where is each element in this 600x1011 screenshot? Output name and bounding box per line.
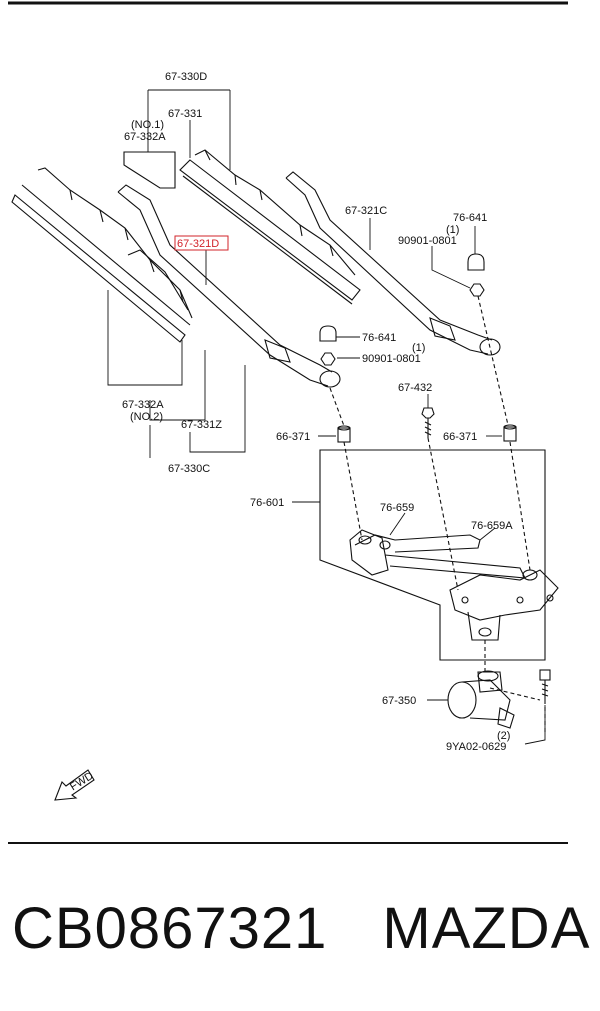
wiper-linkage [349,529,559,641]
callout-90901-0801-mid: 90901-0801 [362,353,421,365]
callout-qty2: (2) [497,730,510,742]
callout-67-321D[interactable]: 67-321D [177,238,219,250]
brand-name: MAZDA [382,896,591,961]
callout-67-432: 67-432 [398,382,432,394]
cap-76-641-upper [467,253,485,271]
callout-67-330D: 67-330D [165,71,207,83]
callout-qty1-mid: (1) [412,342,425,354]
linkage-box-76-601 [319,449,546,661]
callout-9YA02-0629: 9YA02-0629 [446,741,506,753]
callout-67-331: 67-331 [168,108,202,120]
callout-qty1-top: (1) [446,224,459,236]
bushing-left [337,425,351,443]
callout-76-601: 76-601 [250,497,284,509]
blade-no1 [123,149,361,305]
callout-labels: 67-330D 67-331 (NO.1) 67-332A 67-321C 76… [68,71,513,793]
highlight-box-67-321D [174,235,229,251]
callout-67-332A-top: 67-332A [124,131,166,143]
part-title: CB0867321 MAZDA [12,895,590,962]
callout-76-659: 76-659 [380,502,414,514]
bolt-9YA02-0629 [539,669,551,700]
part-number: CB0867321 [12,896,328,961]
callout-67-331Z: 67-331Z [181,419,222,431]
callout-66-371-right: 66-371 [443,431,477,443]
blade-no2 [11,167,193,343]
callout-76-659A: 76-659A [471,520,513,532]
callout-66-371-left: 66-371 [276,431,310,443]
nut-upper [469,283,485,297]
callout-67-321C: 67-321C [345,205,387,217]
wiper-arm-67-321C [285,171,501,356]
callout-67-350: 67-350 [382,695,416,707]
callout-67-330C: 67-330C [168,463,210,475]
callout-90901-0801-top: 90901-0801 [398,235,457,247]
nut-mid [320,352,336,366]
callout-76-641-top: 76-641 [453,212,487,224]
bolt-67-432 [421,407,435,438]
callout-no1: (NO.1) [131,119,164,131]
callout-67-332A-bottom: 67-332A [122,399,164,411]
wiper-arm-67-321D [117,184,341,388]
wiper-motor-67-350 [447,670,515,729]
cap-76-641-mid [319,325,337,342]
fwd-arrow-icon [54,769,95,801]
leader-lines [107,89,546,745]
callout-76-641-mid: 76-641 [362,332,396,344]
bushing-right [503,424,517,442]
fwd-label: FWD [68,770,96,793]
callout-no2: (NO.2) [130,411,163,423]
